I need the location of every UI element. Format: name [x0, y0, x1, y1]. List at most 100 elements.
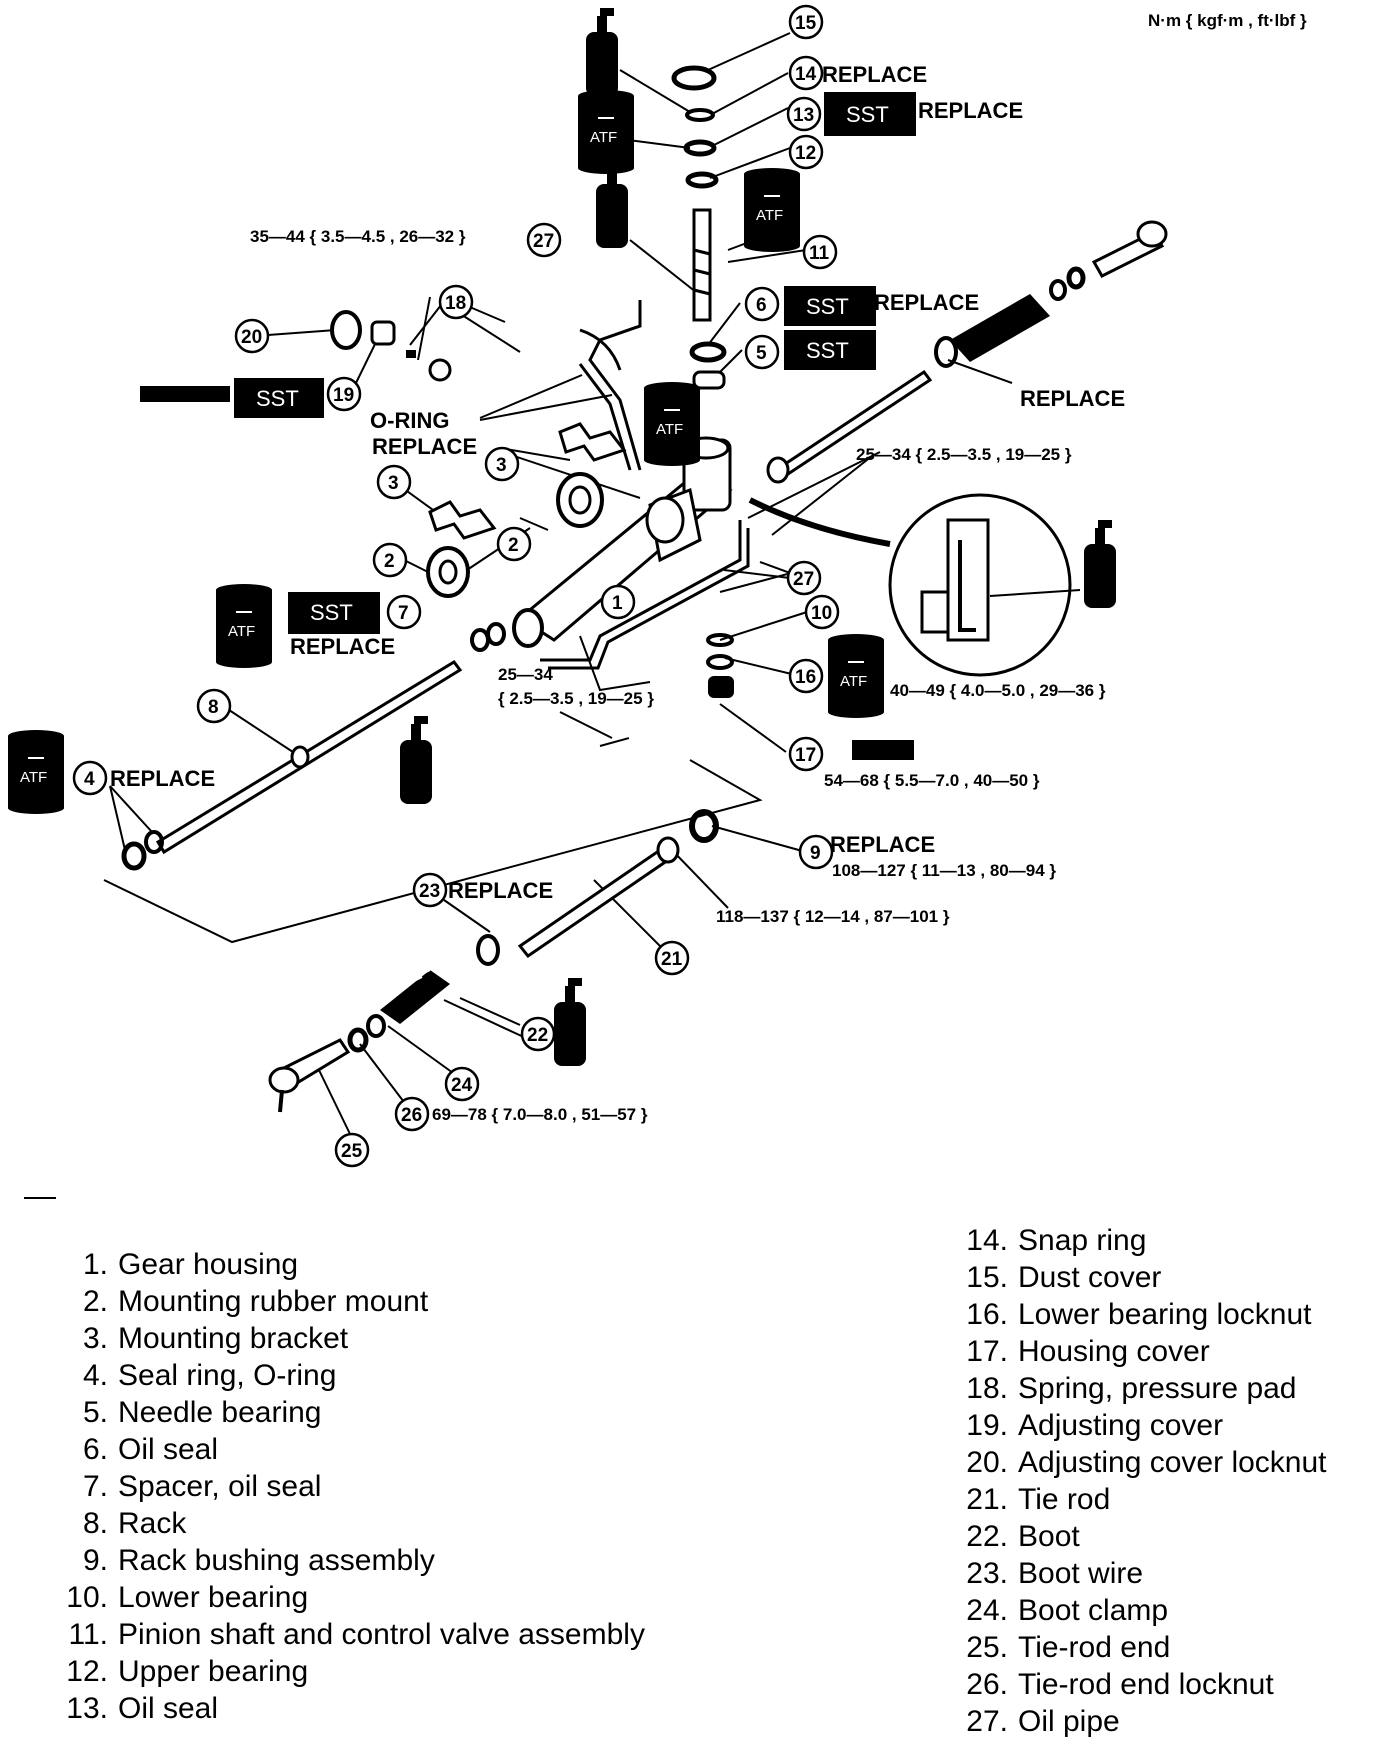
oring-note: O-RING — [370, 408, 449, 433]
legend-item: 25.Tie-rod end — [958, 1629, 1327, 1666]
callout-1: 1 — [612, 593, 623, 614]
units-label: N·m { kgf·m , ft·lbf } — [1148, 11, 1307, 30]
legend-item-label: Spacer, oil seal — [118, 1470, 322, 1503]
leader-lines — [109, 32, 1013, 1135]
legend-item: 12. Upper bearing — [58, 1653, 645, 1690]
legend-item-label: Snap ring — [1018, 1224, 1147, 1257]
legend-item-number: 4. — [82, 1359, 108, 1392]
callout-15: 15 — [795, 13, 817, 34]
callout-17: 17 — [795, 745, 816, 766]
callout-11: 11 — [809, 243, 830, 264]
legend-item: 18. Spring, pressure pad — [958, 1370, 1327, 1407]
separator-dash — [24, 1197, 56, 1199]
legend-item: 5.Needle bearing — [58, 1394, 645, 1431]
replace-notes: REPLACE REPLACE REPLACE REPLACE O-RING R… — [110, 62, 1125, 903]
callout-19: 19 — [333, 385, 354, 406]
legend-item-label: Rack bushing assembly — [118, 1544, 435, 1577]
atf-label: ATF — [756, 207, 783, 224]
legend-item-number: 10. — [66, 1581, 108, 1614]
legend-item-number: 24. — [966, 1594, 1008, 1627]
legend-item-number: 1. — [82, 1248, 108, 1281]
legend-item-label: Mounting rubber mount — [118, 1285, 429, 1318]
legend-item-label: Spring, pressure pad — [1018, 1372, 1297, 1405]
legend-item-number: 23. — [966, 1557, 1008, 1590]
legend-item-label: Boot — [1018, 1520, 1080, 1553]
callout-23: 23 — [419, 881, 440, 902]
exploded-steering-gear-diagram: N·m { kgf·m , ft·lbf } — [7, 4, 1307, 1168]
legend-item-label: Boot wire — [1018, 1557, 1144, 1590]
sst-label: SST — [846, 102, 889, 127]
atf-label: ATF — [590, 129, 617, 146]
callout-9: 9 — [810, 843, 821, 864]
torque-108-127: 108—127 { 11—13 , 80—94 } — [832, 861, 1056, 880]
legend-item-label: Lower bearing — [118, 1581, 309, 1614]
legend-item-number: 14. — [966, 1224, 1008, 1257]
legend-item-number: 8. — [82, 1507, 108, 1540]
atf-cans: ATF ATF ATF ATF ATF ATF — [7, 89, 885, 815]
legend-item-number: 19. — [966, 1409, 1008, 1442]
legend-item-number: 3. — [82, 1322, 108, 1355]
legend-item-number: 18. — [966, 1372, 1008, 1405]
legend-item-number: 17. — [966, 1335, 1008, 1368]
callout-3-left: 3 — [388, 473, 399, 494]
legend-item-label: Upper bearing — [118, 1655, 309, 1688]
callout-18: 18 — [445, 293, 466, 314]
legend-item-number: 27. — [966, 1705, 1008, 1738]
sst-label: SST — [806, 294, 849, 319]
legend-item: 27. Oil pipe — [958, 1703, 1327, 1740]
legend-item: 9.Rack bushing assembly — [58, 1542, 645, 1579]
callout-26: 26 — [401, 1105, 422, 1126]
atf-label: ATF — [228, 623, 255, 640]
callout-3-right: 3 — [496, 455, 507, 476]
torque-40-49: 40—49 { 4.0—5.0 , 29—36 } — [890, 681, 1106, 700]
callout-21: 21 — [661, 949, 683, 970]
legend-item-label: Adjusting cover — [1018, 1409, 1224, 1442]
torque-25-34-left-a: 25—34 — [498, 665, 553, 684]
legend-item-label: Tie-rod end — [1018, 1631, 1171, 1664]
callout-16: 16 — [795, 667, 816, 688]
legend-item: 22. Boot — [958, 1518, 1327, 1555]
replace-note-9: REPLACE — [830, 832, 935, 857]
legend-item-number: 20. — [966, 1446, 1008, 1479]
callout-13: 13 — [793, 105, 814, 126]
legend-item: 26.Tie-rod end locknut — [958, 1666, 1327, 1703]
legend-item-number: 22. — [966, 1520, 1008, 1553]
legend-item: 7. Spacer, oil seal — [58, 1468, 645, 1505]
replace-note-4: REPLACE — [110, 766, 215, 791]
atf-label: ATF — [656, 421, 683, 438]
legend-item-number: 15. — [966, 1261, 1008, 1294]
legend-item-number: 11. — [68, 1618, 108, 1651]
callout-20: 20 — [241, 327, 262, 348]
callout-24: 24 — [451, 1075, 473, 1096]
replace-note-6: REPLACE — [874, 290, 979, 315]
replace-note-boot-wire-upper: REPLACE — [1020, 386, 1125, 411]
legend-item: 8.Rack — [58, 1505, 645, 1542]
legend-item-label: Tie rod — [1018, 1483, 1111, 1516]
legend-item-number: 5. — [82, 1396, 108, 1429]
callout-22: 22 — [527, 1025, 548, 1046]
replace-note-oring: REPLACE — [372, 434, 477, 459]
parts-legend-right: 14.Snap ring 15.Dust cover 16.Lower bear… — [958, 1222, 1327, 1740]
callout-27-lower: 27 — [793, 569, 814, 590]
assembly-outline — [103, 635, 763, 944]
callout-25: 25 — [341, 1141, 363, 1162]
legend-item-label: Oil pipe — [1018, 1705, 1120, 1738]
legend-item-number: 13. — [66, 1692, 108, 1725]
legend-item-label: Housing cover — [1018, 1335, 1210, 1368]
legend-item: 11. Pinion shaft and control valve assemb… — [58, 1616, 645, 1653]
callout-7: 7 — [398, 603, 409, 624]
callout-2-right: 2 — [508, 535, 519, 556]
legend-item-number: 7. — [82, 1470, 108, 1503]
legend-item: 20.Adjusting cover locknut — [958, 1444, 1326, 1481]
legend-item-label: Boot clamp — [1018, 1594, 1169, 1627]
callout-8: 8 — [208, 697, 219, 718]
callout-12: 12 — [795, 143, 816, 164]
legend-item-label: Pinion shaft and control valve assembly — [118, 1618, 645, 1651]
torque-25-34-right: 25—34 { 2.5—3.5 , 19—25 } — [856, 445, 1072, 464]
callout-numbers: 15 14 13 12 11 27 18 20 6 5 19 3 3 2 2 1… — [72, 4, 840, 1168]
legend-item: 21.Tie rod — [958, 1481, 1327, 1518]
legend-item-number: 12. — [66, 1655, 108, 1688]
legend-item: 4.Seal ring, O-ring — [58, 1357, 645, 1394]
legend-item: 3.Mounting bracket — [58, 1320, 645, 1357]
legend-item-label: Oil seal — [118, 1433, 219, 1466]
